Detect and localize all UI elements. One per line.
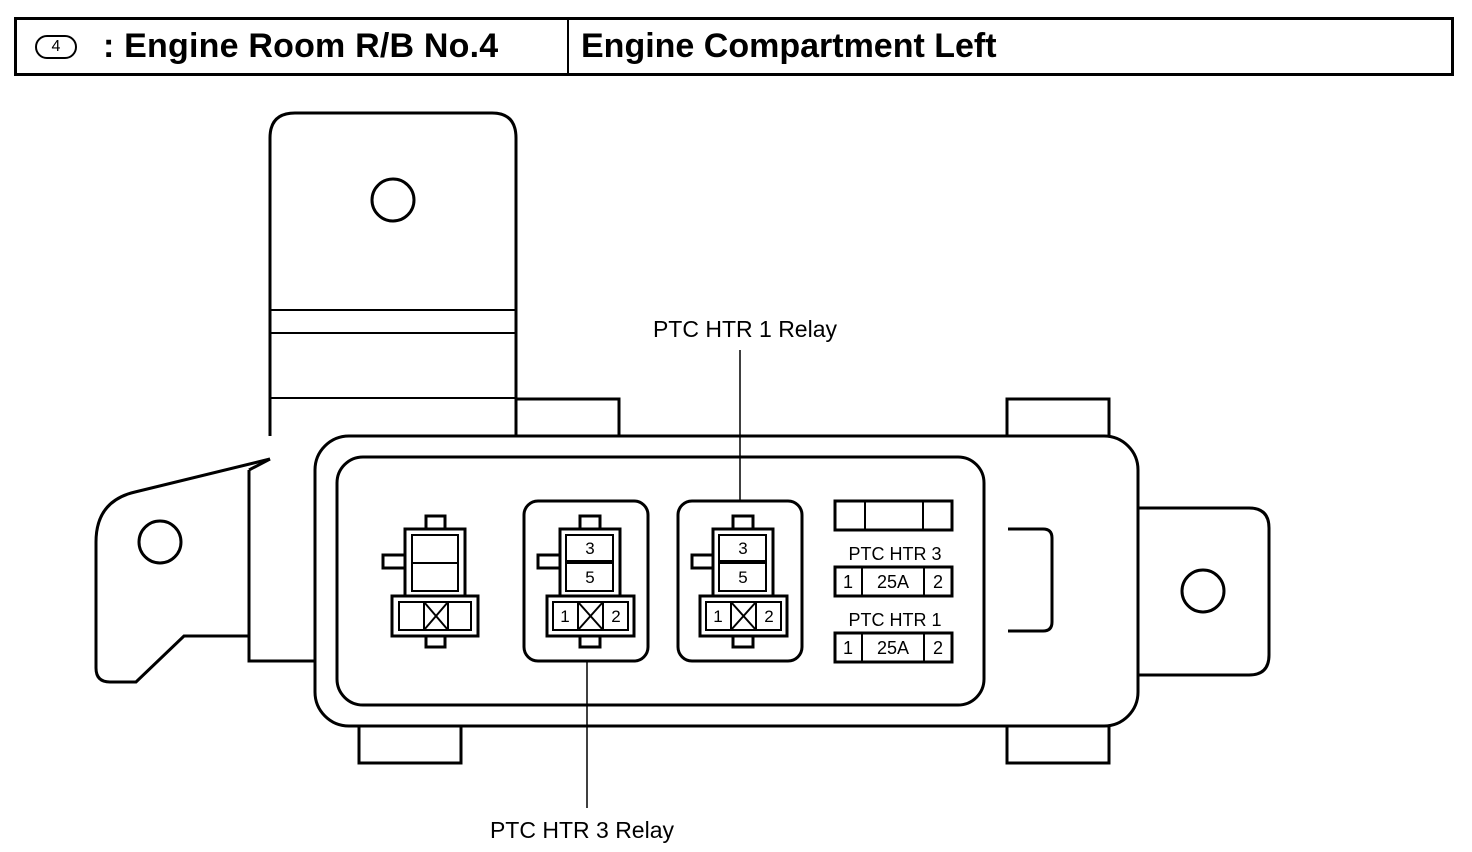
fuse-ptc-htr-1-pin-1: 1 [843, 638, 853, 658]
fuse-label-ptc-htr-3: PTC HTR 3 [848, 544, 941, 564]
left-mounting-hole [137, 519, 183, 565]
relay3-pin-3: 3 [585, 539, 594, 558]
relay1-pin-5: 5 [738, 568, 747, 587]
fuse-ptc-htr-1-pin-2: 2 [933, 638, 943, 658]
right-mounting-hole [1180, 568, 1226, 614]
relay-block-title: : Engine Room R/B No.4 [103, 27, 499, 65]
header-bar: 4 : Engine Room R/B No.4 Engine Compartm… [14, 17, 1454, 76]
relay-socket-unused [381, 514, 480, 649]
left-mounting-ear [94, 457, 271, 684]
relay1-pin-3: 3 [738, 539, 747, 558]
relay-socket-ptc-htr-1 [676, 499, 804, 663]
spare-fuse-slot [833, 499, 954, 532]
upper-mounting-hole [370, 177, 416, 223]
relay1-pin-2: 2 [764, 607, 773, 626]
right-mounting-ear [1138, 506, 1271, 677]
relay3-pin-1: 1 [560, 607, 569, 626]
relay3-pin-2: 2 [611, 607, 620, 626]
bottom-clip-left [357, 726, 463, 765]
top-clip-right [1005, 397, 1111, 436]
upper-mounting-bracket [268, 111, 518, 436]
fuse-ptc-htr-1 [833, 631, 954, 664]
left-ear-edge [247, 636, 315, 663]
right-side-latch [1008, 527, 1054, 633]
fuse-ptc-htr-1-rating: 25A [877, 638, 909, 658]
top-clip-left [514, 397, 621, 436]
fuse-ptc-htr-3-rating: 25A [877, 572, 909, 592]
relay-socket-ptc-htr-3 [522, 499, 650, 663]
relay1-pin-1: 1 [713, 607, 722, 626]
fuse-ptc-htr-3 [833, 565, 954, 598]
header-location-code-cell: 4 : Engine Room R/B No.4 [17, 20, 569, 73]
fuse-label-ptc-htr-1: PTC HTR 1 [848, 610, 941, 630]
relay-block-inner-panel [335, 455, 986, 707]
relay3-pin-5: 5 [585, 568, 594, 587]
callout-ptc-htr-3-relay: PTC HTR 3 Relay [490, 817, 675, 843]
callout-ptc-htr-1-relay: PTC HTR 1 Relay [653, 316, 838, 342]
relay-block-number-badge: 4 [35, 34, 77, 59]
fuse-ptc-htr-3-pin-2: 2 [933, 572, 943, 592]
bottom-clip-right [1005, 726, 1111, 765]
relay-block-location: Engine Compartment Left [581, 27, 997, 65]
relay-block-housing [313, 434, 1140, 728]
left-ear-seam [248, 457, 271, 472]
fuse-ptc-htr-3-pin-1: 1 [843, 572, 853, 592]
